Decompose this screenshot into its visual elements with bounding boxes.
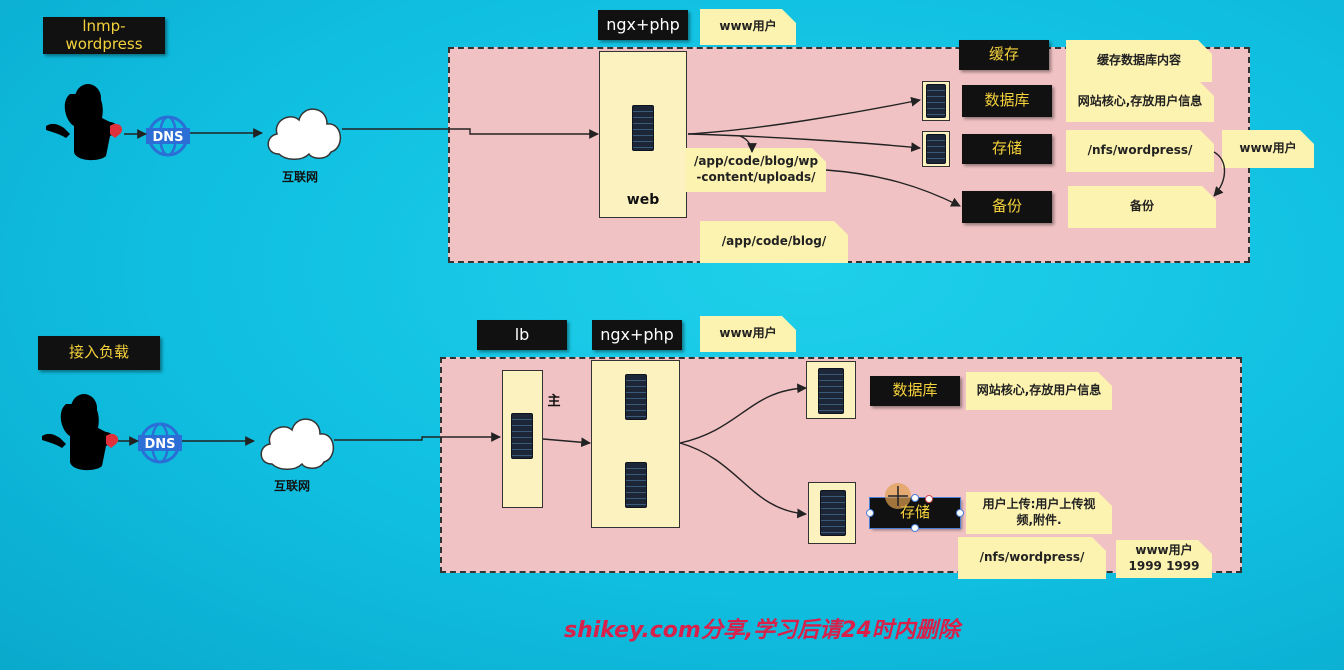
storage-note: /nfs/wordpress/ <box>1066 130 1214 172</box>
bottom-title: 接入负载 <box>38 336 160 370</box>
selection-handles[interactable] <box>862 478 966 534</box>
bottom-db-label: 数据库 <box>870 376 960 406</box>
top-internet-label: 互联网 <box>281 170 318 184</box>
lb-label: lb <box>477 320 567 350</box>
user-silhouette-icon <box>42 394 119 471</box>
web-server-2-icon <box>625 462 647 508</box>
bottom-stack-note: www用户 <box>700 316 796 352</box>
bottom-db-note: 网站核心,存放用户信息 <box>966 372 1112 410</box>
internet-cloud-icon <box>260 418 334 470</box>
bottom-internet-label: 互联网 <box>273 479 310 493</box>
bottom-storage-server-icon <box>820 490 846 536</box>
nfs-note: /nfs/wordpress/ <box>958 537 1106 579</box>
user-uid-note: www用户 1999 1999 <box>1116 540 1212 578</box>
user-silhouette-icon <box>46 84 123 161</box>
dns-globe-icon: DNS <box>146 115 190 157</box>
storage-user-note: www用户 <box>1222 130 1314 168</box>
internet-cloud-icon <box>267 108 341 160</box>
dns-globe-icon: DNS <box>138 422 182 464</box>
db-server-icon <box>926 84 946 118</box>
db-label: 数据库 <box>962 85 1052 117</box>
top-stack-note: www用户 <box>700 9 796 45</box>
top-stack-label: ngx+php <box>598 10 688 40</box>
backup-note: 备份 <box>1068 186 1216 228</box>
web-server-panel <box>599 51 687 218</box>
bottom-storage-label[interactable]: 存储 <box>869 497 961 529</box>
svg-text:DNS: DNS <box>152 130 183 145</box>
upload-note: 用户上传:用户上传视 频,附件. <box>966 492 1112 534</box>
watermark-text: shikey.com分享,学习后请24时内删除 <box>564 618 960 643</box>
master-label: 主 <box>547 394 561 409</box>
bottom-stack-label: ngx+php <box>592 320 682 350</box>
uploads-path-note: /app/code/blog/wp -content/uploads/ <box>686 148 826 192</box>
web-server-icon <box>632 105 654 151</box>
backup-label: 备份 <box>962 191 1052 223</box>
cache-note: 缓存数据库内容 <box>1066 40 1212 82</box>
storage-label: 存储 <box>962 134 1052 164</box>
cache-label: 缓存 <box>959 40 1049 70</box>
bottom-db-server-icon <box>818 368 844 414</box>
web-server-1-icon <box>625 374 647 420</box>
db-note: 网站核心,存放用户信息 <box>1066 82 1214 122</box>
svg-text:DNS: DNS <box>144 437 175 452</box>
web-label: web <box>626 192 660 208</box>
code-path-note: /app/code/blog/ <box>700 221 848 263</box>
lb-server-icon <box>511 413 533 459</box>
storage-server-icon <box>926 134 946 164</box>
top-title: lnmp- wordpress <box>43 17 165 54</box>
